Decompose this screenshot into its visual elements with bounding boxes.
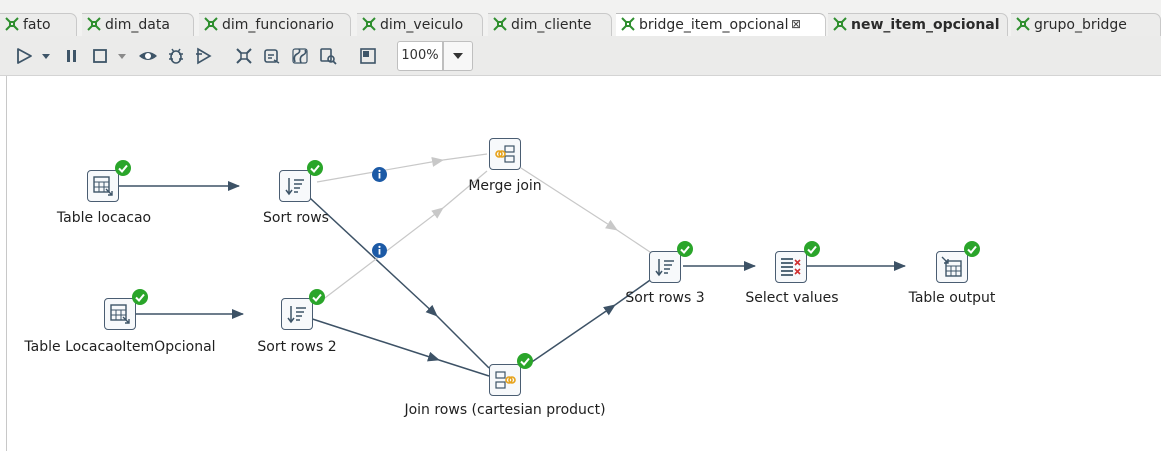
chevron-down-icon: [453, 53, 463, 59]
step-merge-join[interactable]: [489, 138, 521, 170]
merge-join-icon: [495, 145, 515, 163]
run-dropdown-icon[interactable]: [40, 46, 52, 66]
step-sort-rows-3[interactable]: [649, 251, 681, 283]
tab-bridge-item-opcional[interactable]: bridge_item_opcional ⊠: [616, 13, 826, 36]
step-sort-rows[interactable]: [279, 170, 311, 202]
table-input-icon: [110, 304, 130, 324]
step-table-output[interactable]: [936, 251, 968, 283]
sort-rows-icon: [655, 259, 674, 277]
info-icon[interactable]: [372, 167, 387, 182]
step-table-locacao[interactable]: [87, 170, 119, 202]
tab-label: dim_veiculo: [380, 17, 464, 33]
select-values-icon: [781, 258, 801, 276]
check-icon: [309, 289, 325, 305]
tab-label: dim_cliente: [511, 17, 592, 33]
run-icon[interactable]: [14, 46, 34, 66]
tab-dim-funcionario[interactable]: dim_funcionario: [199, 13, 351, 36]
tab-label: fato: [23, 17, 51, 33]
table-input-icon: [93, 176, 113, 196]
verify-icon[interactable]: [234, 46, 254, 66]
impact-icon[interactable]: [262, 46, 282, 66]
step-table-locacaoitemopcional[interactable]: [104, 298, 136, 330]
hop-sort-rows-to-join-rows[interactable]: [296, 185, 438, 317]
transformation-icon: [833, 17, 847, 31]
hops-layer: [119, 153, 906, 377]
explore-db-icon[interactable]: [318, 46, 338, 66]
step-select-values[interactable]: [775, 251, 807, 283]
zoom-dropdown-button[interactable]: [443, 41, 473, 71]
transformation-icon: [204, 17, 218, 31]
tab-label: new_item_opcional: [851, 17, 1000, 33]
tab-label: dim_funcionario: [222, 17, 334, 33]
check-icon: [307, 160, 323, 176]
step-join-rows[interactable]: [489, 364, 521, 396]
transformation-icon: [5, 17, 19, 31]
step-sort-rows-2[interactable]: [281, 298, 313, 330]
step-label: Table locacao: [56, 210, 152, 226]
step-label: Join rows (cartesian product): [404, 402, 606, 418]
tab-new-item-opcional[interactable]: new_item_opcional: [828, 13, 1008, 36]
check-icon: [132, 289, 148, 305]
transformation-icon: [362, 17, 376, 31]
check-icon: [804, 241, 820, 257]
toolbar: 100%: [0, 36, 1161, 76]
step-label: Select values: [745, 290, 839, 306]
transformation-icon: [1016, 17, 1030, 31]
show-results-icon[interactable]: [358, 46, 378, 66]
transformation-icon: [621, 17, 635, 31]
sql-icon[interactable]: [290, 46, 310, 66]
step-label: Sort rows 3: [625, 290, 705, 306]
tab-label: bridge_item_opcional: [639, 17, 789, 33]
transformation-canvas[interactable]: Table locacao Sort rows Merge join Table…: [6, 76, 1161, 451]
tab-dim-data[interactable]: dim_data: [82, 13, 194, 36]
zoom-field[interactable]: 100%: [397, 41, 443, 71]
step-label: Sort rows 2: [257, 339, 337, 355]
step-label: Sort rows: [263, 210, 329, 226]
hop-merge-join-to-sort-rows-3[interactable]: [520, 167, 618, 231]
tab-label: dim_data: [105, 17, 170, 33]
transformation-icon: [493, 17, 507, 31]
pause-icon[interactable]: [62, 46, 82, 66]
hop-sort-rows-2-to-join-rows[interactable]: [296, 313, 440, 362]
step-label: Table output: [908, 290, 996, 306]
hop-join-rows-to-sort-rows-3[interactable]: [522, 304, 616, 369]
tab-grupo-bridge[interactable]: grupo_bridge: [1011, 13, 1161, 36]
transformation-icon: [87, 17, 101, 31]
step-label: Table LocacaoItemOpcional: [24, 339, 216, 355]
debug-icon[interactable]: [166, 46, 186, 66]
tab-label: grupo_bridge: [1034, 17, 1127, 33]
info-icon[interactable]: [372, 243, 387, 258]
tab-fato[interactable]: fato: [0, 13, 77, 36]
preview-icon[interactable]: [138, 46, 158, 66]
check-icon: [517, 353, 533, 369]
check-icon: [115, 160, 131, 176]
close-icon[interactable]: ⊠: [791, 17, 802, 31]
sort-rows-icon: [285, 178, 304, 196]
replay-icon[interactable]: [194, 46, 214, 66]
check-icon: [677, 241, 693, 257]
stop-dropdown-icon[interactable]: [116, 46, 128, 66]
step-label: Merge join: [468, 178, 542, 194]
tab-bar: fato dim_data dim_funcionario dim_veicul…: [0, 0, 1161, 36]
sort-rows-icon: [287, 306, 306, 324]
tab-dim-cliente[interactable]: dim_cliente: [488, 13, 612, 36]
stop-icon[interactable]: [90, 46, 110, 66]
join-rows-icon: [495, 371, 516, 389]
tab-dim-veiculo[interactable]: dim_veiculo: [357, 13, 483, 36]
table-output-icon: [941, 256, 962, 277]
check-icon: [964, 241, 980, 257]
